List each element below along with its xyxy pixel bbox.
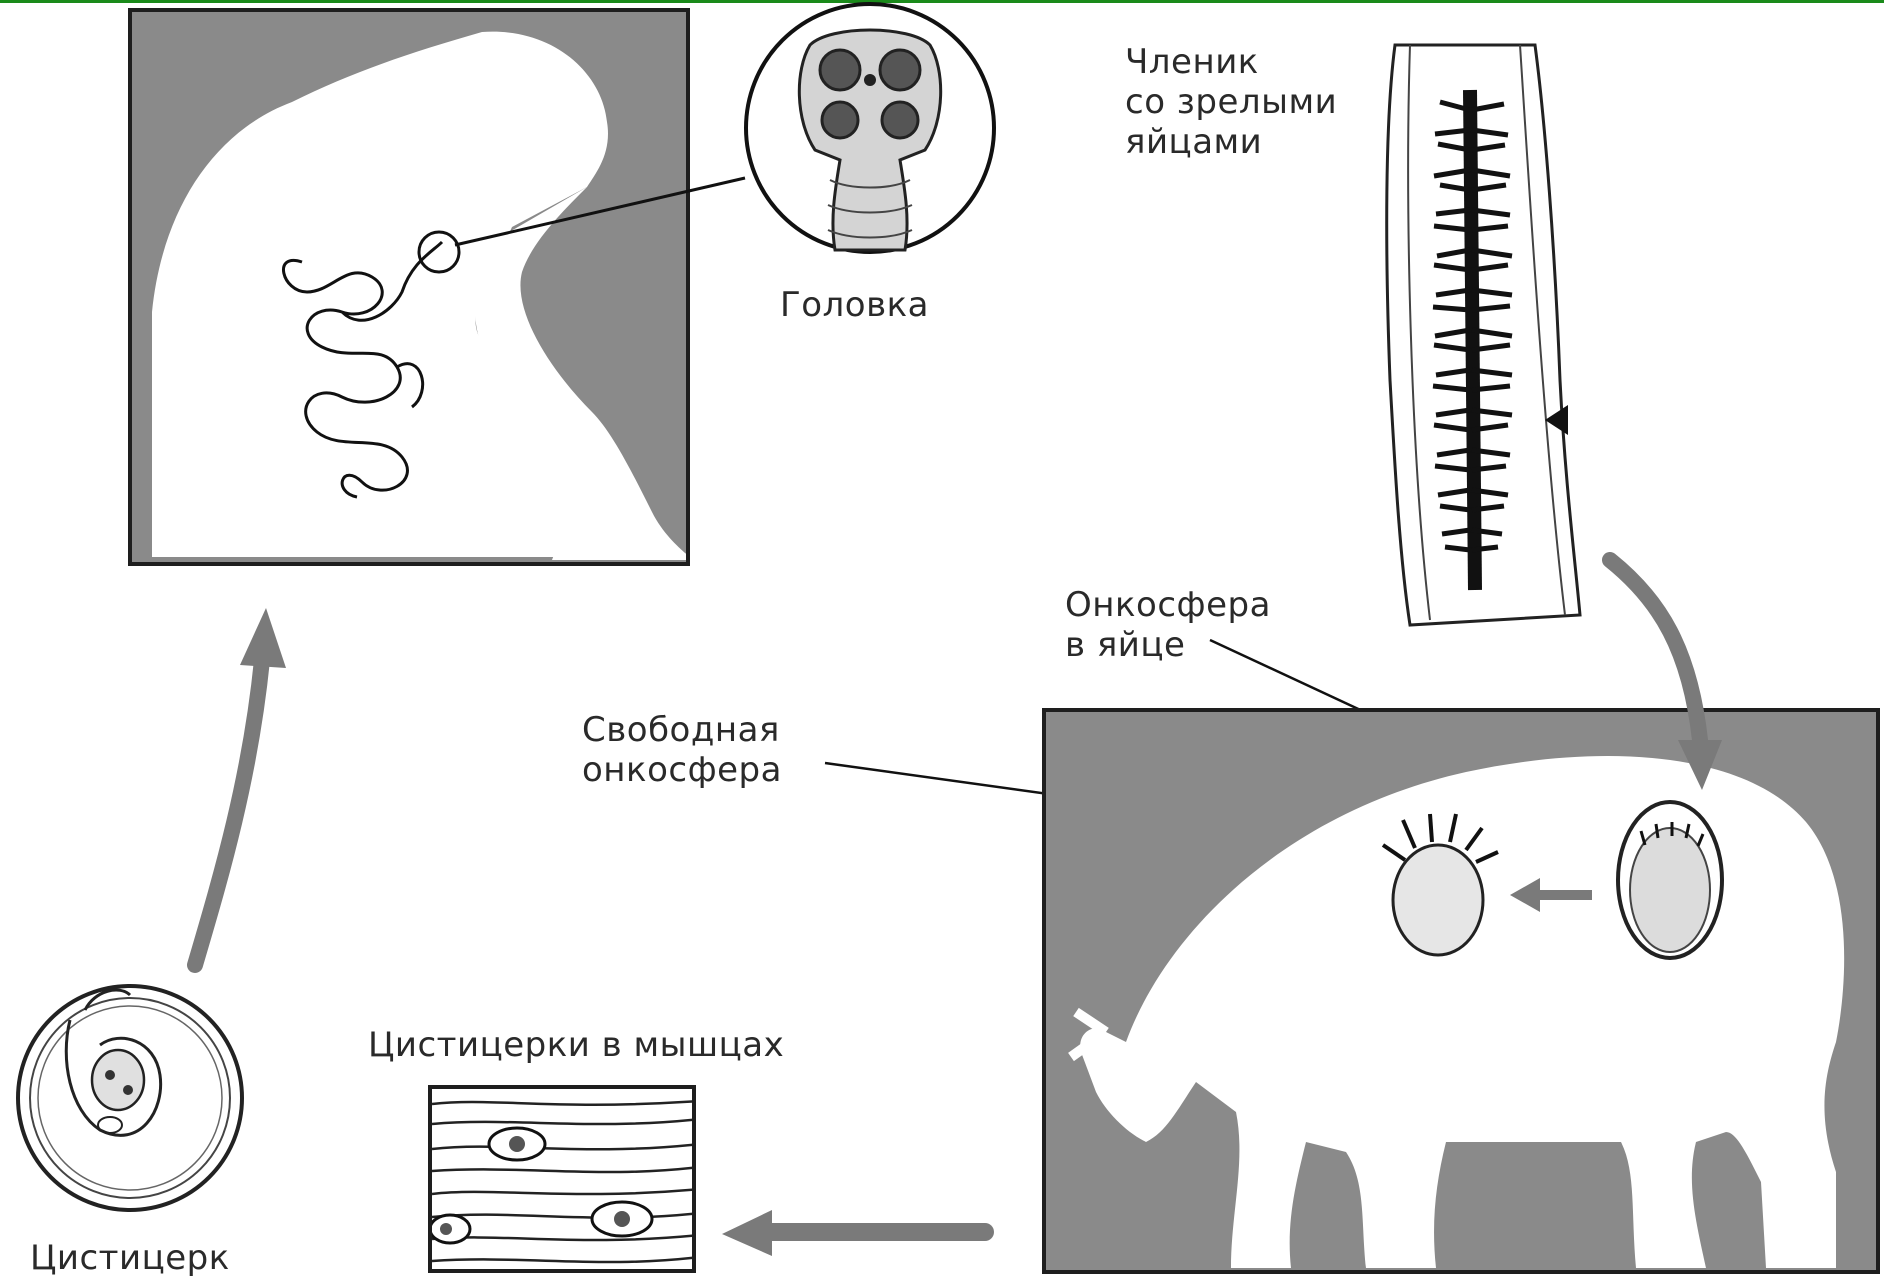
arrow-cysticercus-to-human (195, 660, 262, 965)
arrow-segment-to-cow (1610, 560, 1700, 740)
